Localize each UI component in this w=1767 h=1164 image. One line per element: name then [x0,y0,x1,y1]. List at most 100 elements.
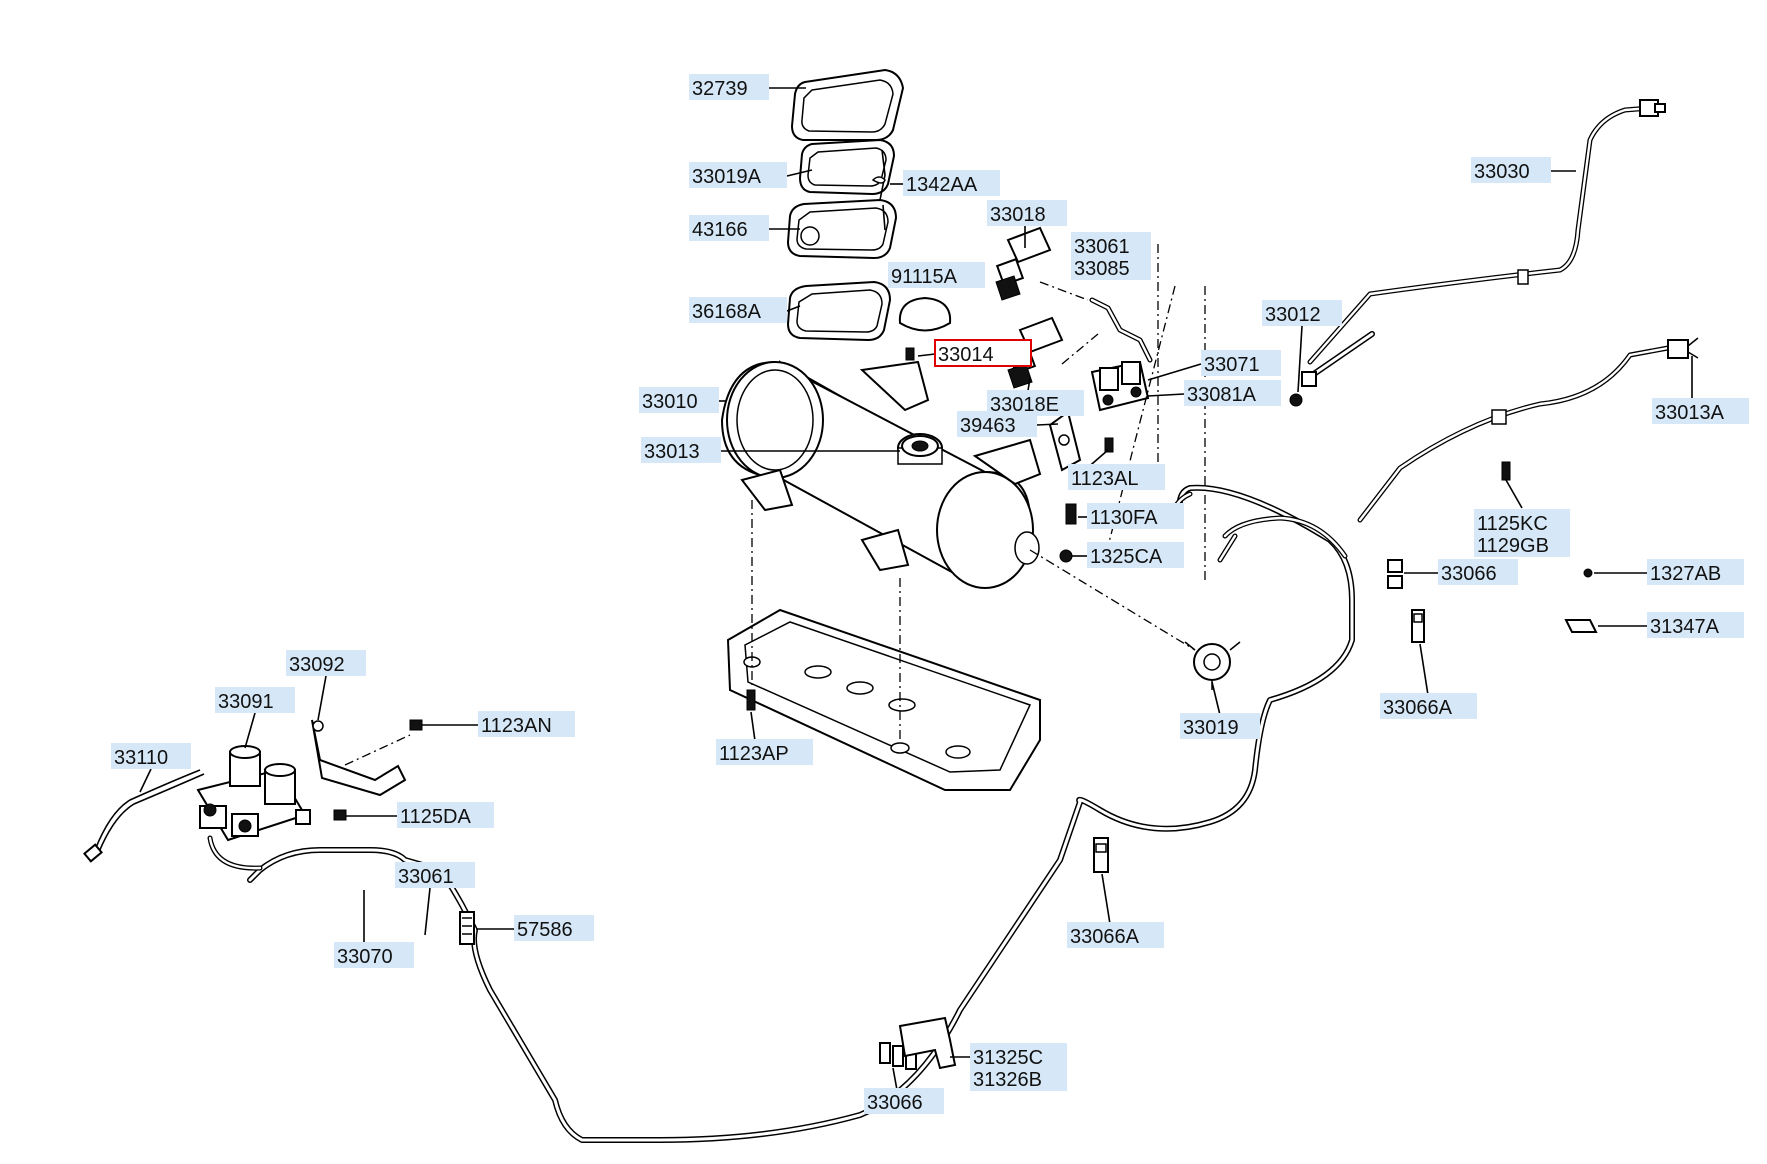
part-number-text: 33066A [1070,926,1140,948]
gasket-36168A [786,280,892,342]
clamp-31347A [1564,619,1598,633]
nut-1325CA [1059,549,1073,563]
clip-57586 [459,911,475,945]
part-number-text: 33019 [1183,717,1239,739]
fitting-33018 [995,226,1052,301]
bracket-31325C [898,1016,957,1070]
part-label-33013A: 33013A [1652,398,1749,424]
hose-33012 [1301,331,1375,387]
cover-32739 [790,68,905,141]
part-number-text: 1325CA [1090,546,1163,568]
part-label-33110: 33110 [111,743,191,769]
part-number-text: 33030 [1474,161,1530,183]
part-label-33030: 33030 [1471,157,1551,183]
connector-33013A [1667,337,1699,359]
part-number-text: 43166 [692,219,748,241]
nut-33012 [1289,393,1303,407]
part-label-33091: 33091 [215,687,295,713]
part-number-text: 33019A [692,166,762,188]
part-number-text: 33061 [398,866,454,888]
connector-33030-end [1639,99,1666,117]
part-number-text: 1342AA [906,174,978,196]
part-number-text: 33014 [938,344,994,366]
part-label-1123AP: 1123AP [716,739,813,765]
dome-cap-91115A [898,296,952,332]
part-number-text: 33081A [1187,384,1257,406]
part-number-text: 33013A [1655,402,1725,424]
part-label-1327AB: 1327AB [1647,559,1744,585]
bolt-33014 [905,347,915,361]
clip-33066-bottom [879,1042,917,1070]
part-number-text: 39463 [960,415,1016,437]
part-number-text: 33091 [218,691,274,713]
part-label-33066A-right: 33066A [1380,693,1477,719]
part-number-text: 33061 [1074,236,1130,258]
part-number-text: 33070 [337,946,393,968]
part-label-33012: 33012 [1262,300,1342,326]
part-number-text: 1129GB [1477,535,1549,557]
bolt-1125DA [333,809,347,821]
part-number-text: 33066 [1441,563,1497,585]
part-number-text: 33010 [642,391,698,413]
part-label-39463: 39463 [957,411,1037,437]
part-number-text: 33018 [990,204,1046,226]
bracket-39463 [1048,410,1082,472]
part-label-33013: 33013 [641,437,721,463]
bracket-33092 [311,719,407,797]
part-label-33066A-center: 33066A [1067,922,1164,948]
part-number-text: 1125DA [400,806,471,828]
solenoid-valve-33091 [196,745,311,842]
part-number-text: 91115A [891,266,958,288]
part-number-text: 33092 [289,654,345,676]
part-label-33010: 33010 [639,387,719,413]
part-number-text: 36168A [692,301,762,323]
part-label-1123AL: 1123AL [1068,464,1165,490]
skid-plate [726,608,1041,791]
part-label-1123AN: 1123AN [478,711,575,737]
bolt-1130FA [1065,503,1077,525]
pipe-33030 [1307,105,1653,365]
part-label-36168A: 36168A [689,297,787,323]
bolt-1123AL [1104,437,1114,453]
valve-33081A [1089,297,1153,412]
part-label-33019A: 33019A [689,162,787,188]
part-label-33061-bottom: 33061 [395,862,475,888]
part-label-33070: 33070 [334,942,414,968]
part-label-33018-top: 33018 [987,200,1067,226]
part-number-text: 33110 [114,747,168,769]
part-number-text: 1123AL [1071,468,1138,490]
part-label-43166: 43166 [689,215,769,241]
bolt-1123AP [746,689,756,711]
bolt-1125KC [1501,461,1511,481]
part-number-text: 1123AP [719,743,789,765]
part-number-text: 33012 [1265,304,1321,326]
part-number-text: 33066A [1383,697,1453,719]
part-number-text: 33018E [990,394,1059,416]
gasket-33019A [798,138,896,196]
clip-33066A-right [1411,609,1425,643]
part-number-text: 33085 [1074,258,1130,280]
part-number-text: 1125KC [1477,513,1548,535]
part-number-text: 31325C [973,1047,1043,1069]
part-label-1325CA: 1325CA [1087,542,1184,568]
part-label-31347A: 31347A [1647,612,1744,638]
part-label-33092: 33092 [286,650,366,676]
bolt-1123AN [409,719,423,731]
part-label-1125DA: 1125DA [397,802,494,828]
part-number-text: 1327AB [1650,563,1721,585]
part-number-text: 31347A [1650,616,1720,638]
part-number-text: 1130FA [1090,507,1158,529]
part-label-33071: 33071 [1201,350,1281,376]
clip-33066A-center [1093,837,1109,873]
part-label-33019: 33019 [1180,713,1260,739]
part-number-text: 1123AN [481,715,552,737]
air-tank-33010 [720,360,1042,589]
part-label-33014: 33014 [934,339,1032,367]
part-label-33066-right: 33066 [1438,559,1518,585]
part-number-text: 57586 [517,919,573,941]
